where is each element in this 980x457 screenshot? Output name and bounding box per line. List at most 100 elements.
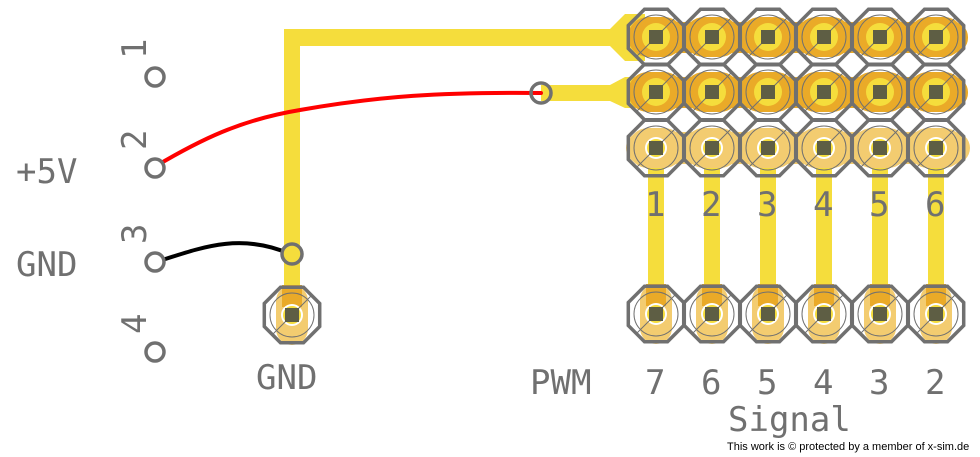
header-pad-r1-c5[interactable] (850, 7, 910, 67)
left-pin-4[interactable] (144, 341, 166, 363)
pad-drill (705, 141, 719, 155)
left-pin-2[interactable] (144, 157, 166, 179)
red-wire[interactable] (154, 90, 543, 168)
pad-drill (649, 307, 663, 321)
pad-circle-outline (857, 14, 903, 60)
column-number-3: 3 (757, 185, 777, 225)
pad-drill (761, 141, 775, 155)
gnd-pad-connector[interactable] (262, 285, 322, 345)
pwm-number-4: 4 (813, 363, 833, 403)
header-pad-r2-c3[interactable] (738, 62, 798, 122)
pad-circle-outline (689, 69, 735, 115)
pad-neck (870, 284, 890, 306)
label-plus5v: +5V (16, 152, 77, 192)
header-pad-r3-c5[interactable] (850, 118, 910, 178)
pad-circle-outline (269, 292, 315, 338)
pad-drill (817, 85, 831, 99)
header-pad-r1-c6[interactable] (906, 7, 966, 67)
pad-drill (873, 85, 887, 99)
header-pad-r2-c6[interactable] (906, 62, 966, 122)
red-wire-via[interactable] (529, 81, 553, 105)
header-pad-r3-c1[interactable] (626, 118, 686, 178)
trace-top-horizontal-bar (284, 29, 614, 46)
pwm-pad-6[interactable] (682, 284, 742, 344)
column-number-5: 5 (869, 185, 889, 225)
header-pad-r1-c2[interactable] (682, 7, 742, 67)
pad-circle-outline (633, 69, 679, 115)
left-pin-1[interactable] (144, 66, 166, 88)
pad-circle-outline (689, 14, 735, 60)
pad-drill (817, 141, 831, 155)
pad-drill (873, 30, 887, 44)
pad-circle-outline (801, 125, 847, 171)
pad-circle-outline (801, 14, 847, 60)
pad-octagon (262, 285, 322, 345)
label-signal: Signal (728, 400, 851, 440)
pad-drill (649, 141, 663, 155)
copyright-notice: This work is © protected by a member of … (727, 441, 970, 453)
pad-circle-outline (801, 291, 847, 337)
column-number-2: 2 (701, 185, 721, 225)
pad-octagon (738, 284, 798, 344)
pwm-number-7: 7 (645, 363, 665, 403)
pad-circle-outline (857, 291, 903, 337)
header-pad-r3-c4[interactable] (794, 118, 854, 178)
pad-circle-outline (857, 69, 903, 115)
pwm-number-6: 6 (701, 363, 721, 403)
pad-drill (817, 307, 831, 321)
signal-trace (872, 148, 888, 318)
pad-circle-outline (633, 125, 679, 171)
pad-neck (282, 285, 302, 307)
pad-octagon (850, 118, 910, 178)
column-number-6: 6 (925, 185, 945, 225)
pad-neck (814, 284, 834, 306)
pad-octagon (682, 284, 742, 344)
pwm-pad-4[interactable] (794, 284, 854, 344)
pad-drill (873, 307, 887, 321)
column-number-4: 4 (813, 185, 833, 225)
header-pad-r3-c2[interactable] (682, 118, 742, 178)
header-pad-r2-c1[interactable] (626, 62, 686, 122)
header-pad-r2-c2[interactable] (682, 62, 742, 122)
pwm-pad-2[interactable] (906, 284, 966, 344)
gnd-pad[interactable] (262, 285, 322, 345)
pad-octagon (738, 118, 798, 178)
pwm-pad-3[interactable] (850, 284, 910, 344)
left-pin-3[interactable] (144, 251, 166, 273)
left-pin-number-2: 2 (115, 130, 155, 150)
pad-circle-outline (913, 125, 959, 171)
header-pad-r1-c3[interactable] (738, 7, 798, 67)
header-pad-r3-c3[interactable] (738, 118, 798, 178)
signal-trace (760, 148, 776, 318)
pad-drill (705, 30, 719, 44)
pad-octagon (906, 118, 966, 178)
pad-circle-outline (913, 69, 959, 115)
pad-octagon (626, 284, 686, 344)
pwm-pad-7[interactable] (626, 284, 686, 344)
pad-circle-outline (857, 125, 903, 171)
pad-circle-outline (633, 291, 679, 337)
label-gnd-left: GND (16, 245, 77, 285)
pad-drill (705, 307, 719, 321)
header-pad-r1-c4[interactable] (794, 7, 854, 67)
column-number-1: 1 (645, 185, 665, 225)
pwm-number-5: 5 (757, 363, 777, 403)
pad-octagon (682, 118, 742, 178)
signal-trace (648, 148, 664, 318)
pad-drill (929, 30, 943, 44)
gnd-via[interactable] (280, 242, 304, 266)
header-pad-r2-c5[interactable] (850, 62, 910, 122)
pad-drill (817, 30, 831, 44)
header-pad-r1-c1[interactable] (626, 7, 686, 67)
header-pad-r2-c4[interactable] (794, 62, 854, 122)
header-pad-r3-c6[interactable] (906, 118, 966, 178)
pad-neck (758, 284, 778, 306)
pad-drill (705, 85, 719, 99)
pad-circle-outline (745, 291, 791, 337)
label-gnd-pad: GND (256, 358, 317, 398)
pad-circle-outline (633, 14, 679, 60)
pwm-pad-5[interactable] (738, 284, 798, 344)
black-wire[interactable] (154, 241, 292, 264)
